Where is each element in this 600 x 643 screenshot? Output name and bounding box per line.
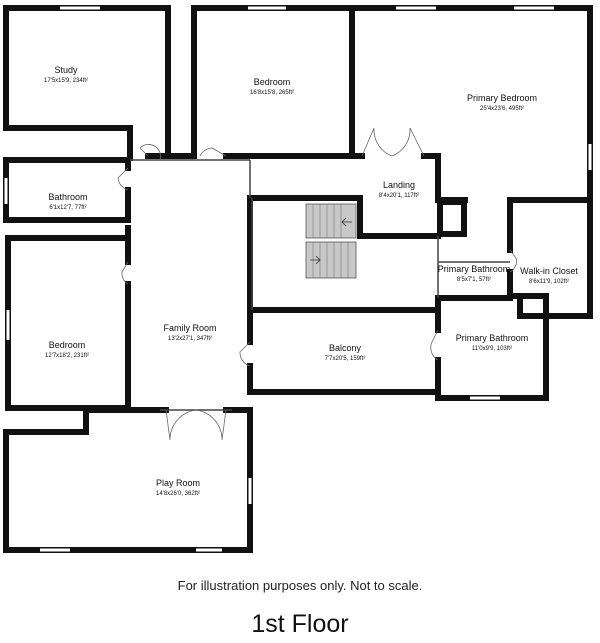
room-dims: 7'7x20'5, 159ft² [325,356,366,362]
doors [117,127,517,441]
room-dims: 14'8x26'0, 362ft² [156,491,200,497]
room-dims: 8'5x7'1, 57ft² [457,277,491,283]
floor-plan: Study 17'5x15'9, 234ft² Bedroom 16'8x15'… [3,5,593,553]
window-frames [3,5,593,553]
room-dims: 16'8x15'8, 265ft² [250,90,294,96]
stairs [305,203,357,279]
room-dims: 25'4x23'6, 495ft² [480,106,524,112]
room-dims: 17'5x15'9, 234ft² [44,78,88,84]
room-name: Family Room [163,323,216,333]
disclaimer-text: For illustration purposes only. Not to s… [177,578,423,593]
room-name: Bedroom [254,77,291,87]
room-name: Landing [383,180,415,190]
room-name: Study [54,65,78,75]
room-name: Play Room [156,478,200,488]
room-name: Primary Bathroom [438,264,511,274]
floor-title: 1st Floor [251,610,349,638]
room-name: Walk-in Closet [520,266,578,276]
walls [3,5,593,553]
room-dims: 8'4x20'1, 117ft² [379,193,419,199]
room-dims: 13'2x27'1, 347ft² [168,336,212,342]
room-dims: 12'7x18'2, 231ft² [45,353,89,359]
room-name: Bathroom [48,192,87,202]
room-labels: Study 17'5x15'9, 234ft² Bedroom 16'8x15'… [44,65,578,497]
room-name: Primary Bathroom [456,333,529,343]
room-name: Primary Bedroom [467,93,537,103]
windows [4,6,592,552]
room-name: Bedroom [49,340,86,350]
room-name: Balcony [329,343,362,353]
room-dims: 11'0x9'9, 103ft² [472,346,512,352]
room-dims: 8'6x11'9, 102ft² [529,279,569,285]
room-dims: 6'1x12'7, 77ft² [49,205,86,211]
